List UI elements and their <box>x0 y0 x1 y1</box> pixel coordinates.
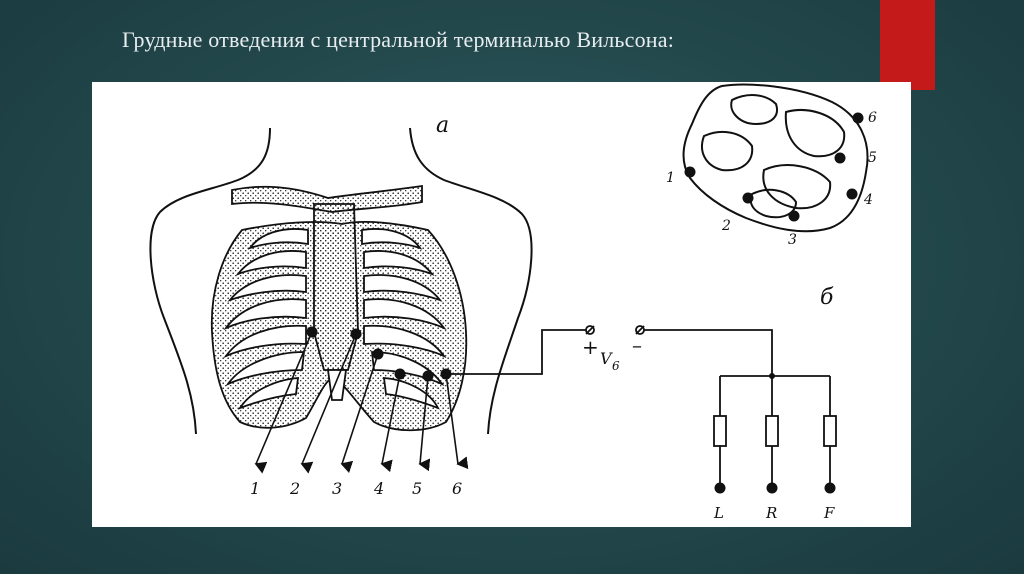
cs-number-5: 5 <box>868 150 877 166</box>
minus-sign: – <box>632 333 642 357</box>
limb-label-r: R <box>765 504 777 522</box>
lead-number-1: 1 <box>250 479 260 498</box>
cross-section-electrodes <box>684 112 864 222</box>
limb-label-l: L <box>713 504 724 522</box>
torso-outline <box>149 127 533 435</box>
cs-number-2: 2 <box>721 218 731 234</box>
lead-numbers: 1 2 3 4 5 6 <box>250 479 462 498</box>
lead-number-5: 5 <box>412 479 422 498</box>
electrode-l <box>714 482 726 494</box>
electrode-r <box>766 482 778 494</box>
accent-bar <box>880 0 935 90</box>
panel-a-label: а <box>436 113 449 138</box>
lead-wire <box>446 325 837 486</box>
electrode-f <box>824 482 836 494</box>
lead-subscript: 6 <box>612 359 620 373</box>
cs-number-3: 3 <box>788 232 797 248</box>
diagram-figure: 1 2 3 4 5 6 а L R F + – V 6 б <box>92 82 911 527</box>
slide-title: Грудные отведения с центральной терминал… <box>122 27 675 52</box>
ribcage <box>210 184 468 432</box>
thorax-cross-section <box>682 83 869 233</box>
limb-labels: L R F <box>713 504 835 522</box>
cs-number-4: 4 <box>863 192 873 208</box>
lead-name: V <box>600 349 613 368</box>
lead-number-6: 6 <box>452 479 462 498</box>
limb-label-f: F <box>823 504 835 522</box>
cross-section-numbers: 1 2 3 4 5 6 <box>666 110 877 248</box>
plus-sign: + <box>582 335 599 359</box>
cs-number-1: 1 <box>666 170 675 186</box>
limb-electrodes <box>714 482 836 494</box>
panel-b-label: б <box>820 285 834 310</box>
lead-number-4: 4 <box>373 479 384 498</box>
lead-number-2: 2 <box>289 479 300 498</box>
cs-number-6: 6 <box>868 110 877 126</box>
lead-number-3: 3 <box>332 479 342 498</box>
diagram-svg: 1 2 3 4 5 6 а L R F + – V 6 б <box>149 83 877 522</box>
lead-arrows <box>254 331 469 474</box>
